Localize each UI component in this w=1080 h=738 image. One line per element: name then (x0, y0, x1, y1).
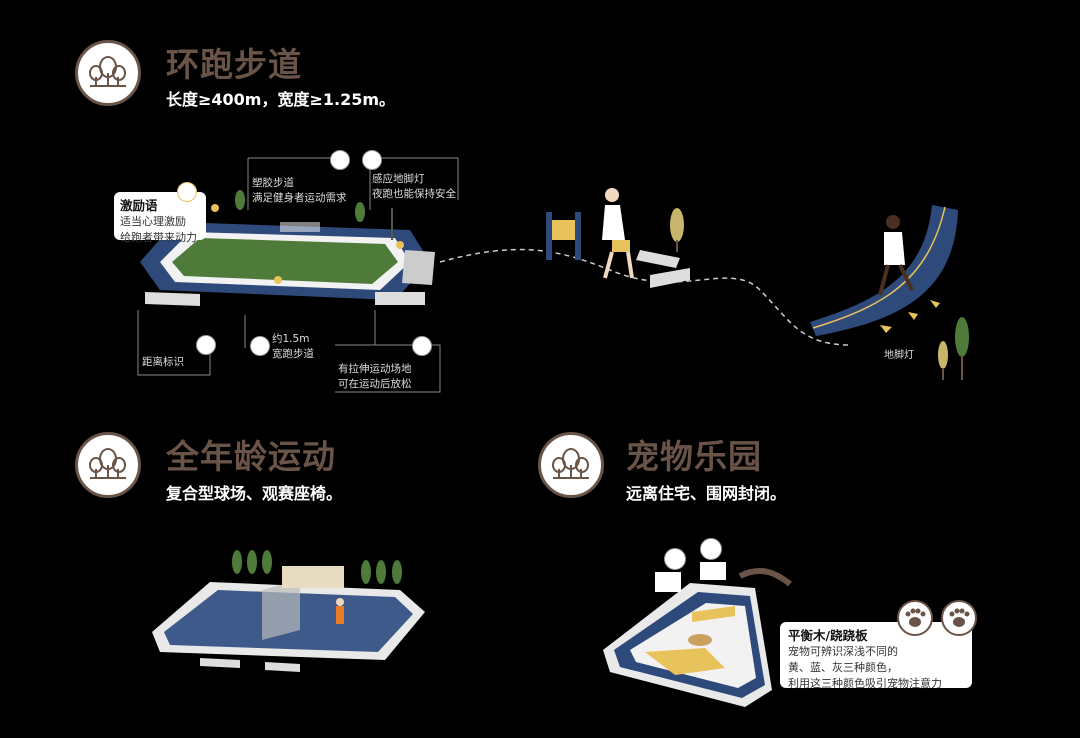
pet-balance-line1: 宠物可辨识深浅不同的 (788, 645, 898, 658)
section-icon-running (75, 40, 141, 106)
section-title-all-age: 全年龄运动 (166, 437, 336, 476)
sensor-light-line1: 感应地脚灯 (372, 173, 425, 185)
motivation-title: 激励语 (120, 198, 158, 213)
running-track-illustration (140, 190, 435, 306)
sensor-light-badge-icon (362, 150, 382, 170)
motivation-line2: 给跑者带来动力 (120, 231, 197, 244)
callout-distance-marker: 距离标识 (142, 355, 184, 370)
distance-marker-line1: 距离标识 (142, 356, 184, 368)
running-lane-illustration (810, 205, 969, 380)
motivation-badge-icon (177, 182, 197, 202)
stretch-area-badge-icon (412, 336, 432, 356)
pet-water-badge-icon (664, 548, 686, 570)
paw-icon (897, 600, 933, 636)
track-surface-line1: 塑胶步道 (252, 177, 294, 189)
width-badge-icon (250, 336, 270, 356)
callout-sensor-light: 感应地脚灯 夜跑也能保持安全 (372, 172, 456, 202)
paw-icon (941, 600, 977, 636)
section-icon-all-age (75, 432, 141, 498)
stretch-area-line2: 可在运动后放松 (338, 378, 412, 390)
distance-marker-badge-icon (196, 335, 216, 355)
callout-width: 约1.5m 宽跑步道 (272, 332, 314, 362)
pet-balance-title: 平衡木/跷跷板 (788, 628, 868, 643)
pet-bin-badge-icon (700, 538, 722, 560)
track-surface-badge-icon (330, 150, 350, 170)
stretch-area-line1: 有拉伸运动场地 (338, 363, 412, 375)
multi-court-illustration (152, 550, 425, 672)
section-subtitle-running: 长度≥400m，宽度≥1.25m。 (166, 90, 396, 109)
stretch-station-illustration (546, 188, 690, 288)
pet-balance-line3: 利用这三种颜色吸引宠物注意力 (788, 677, 942, 690)
ground-light-label: 地脚灯 (884, 350, 914, 361)
section-subtitle-pet: 远离住宅、围网封闭。 (626, 484, 787, 503)
track-surface-line2: 满足健身者运动需求 (252, 192, 347, 204)
section-title-pet: 宠物乐园 (626, 437, 762, 476)
section-title-running: 环跑步道 (166, 45, 302, 84)
section-subtitle-all-age: 复合型球场、观赛座椅。 (166, 484, 343, 503)
pet-balance-card: 平衡木/跷跷板 宠物可辨识深浅不同的 黄、蓝、灰三种颜色， 利用这三种颜色吸引宠… (780, 622, 972, 690)
dashed-route (439, 248, 851, 346)
callout-track-surface: 塑胶步道 满足健身者运动需求 (252, 176, 347, 206)
pet-balance-line2: 黄、蓝、灰三种颜色， (788, 661, 898, 674)
tree-icon (89, 56, 126, 87)
pet-park-illustration (603, 562, 792, 707)
callout-stretch-area: 有拉伸运动场地 可在运动后放松 (338, 362, 412, 392)
motivation-line1: 适当心理激励 (120, 215, 186, 228)
section-icon-pet (538, 432, 604, 498)
width-line2: 宽跑步道 (272, 348, 314, 360)
tree-icon (89, 448, 126, 479)
sensor-light-line2: 夜跑也能保持安全 (372, 188, 456, 200)
callout-leaders (137, 157, 459, 393)
width-line1: 约1.5m (272, 333, 310, 345)
tree-icon (552, 448, 589, 479)
